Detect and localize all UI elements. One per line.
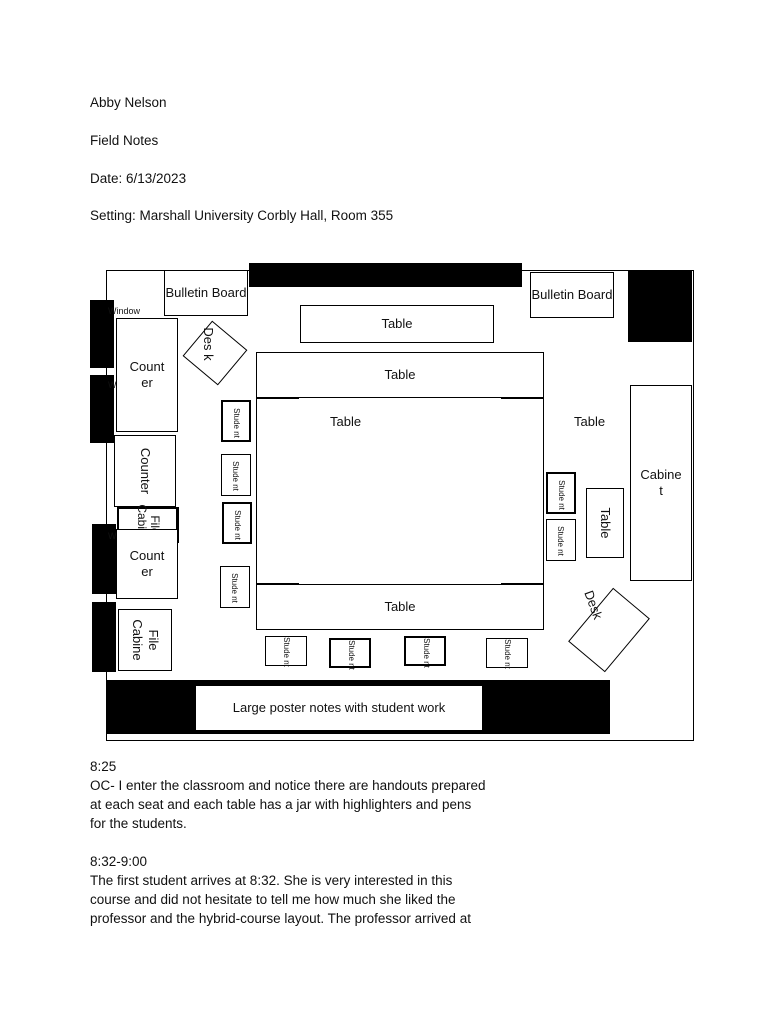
note-line: for the students. [90,816,187,831]
note-line: OC- I enter the classroom and notice the… [90,778,486,793]
cabinet-right-label: Cabine t [640,467,682,498]
desk-small-label: Des k [201,327,216,361]
student-seat-label: Stude nt [231,461,241,491]
window-label-1: Window [108,306,141,316]
counter-1-label: Count er [129,359,165,390]
corner-block [628,270,692,342]
student-seat-label: Stude nt [282,637,292,667]
student-seat: Stude nt [486,638,528,669]
counter-1: Count er [116,318,178,432]
window-bar-2 [90,375,114,443]
note-time: 8:32-9:00 [90,854,148,869]
counter-3-label: Count er [129,548,165,579]
student-seat-label: Stude nt [233,510,243,540]
table-top: Table [300,305,494,343]
window-bar-1 [90,300,114,368]
note-line: course and did not hesitate to tell me h… [90,892,456,907]
table-inner-area [299,398,501,584]
table-right-small-label: Table [598,507,613,539]
file-cabinet-bottom-label: File Cabine [130,619,161,661]
table-left-leg [256,398,300,584]
window-bar-4 [92,602,116,672]
table-right-small: Table [586,488,624,558]
table-inner-label: Table [330,414,362,429]
table-right-leg [500,398,544,584]
counter-2-label: Counter [138,447,153,495]
top-wall-bar [249,263,522,287]
table-right-label: Table [574,414,606,429]
counter-2: Counter [114,435,176,507]
student-seat-label: Stude nt [230,573,240,603]
note-time: 8:25 [90,759,117,774]
student-seat: Stude nt [546,519,576,561]
table-second: Table [256,352,544,398]
student-seat-label: Stude nt [557,480,567,510]
note-line: at each seat and each table has a jar wi… [90,797,472,812]
poster-notes: Large poster notes with student work [196,686,482,730]
student-seat: Stude nt [221,400,251,442]
note-entry-2: 8:32-9:00 The first student arrives at 8… [90,852,510,928]
student-seat-label: Stude nt [232,408,242,438]
author-name: Abby Nelson [90,95,167,110]
student-seat: Stude nt [220,566,250,608]
bulletin-board-left: Bulletin Board [164,270,248,316]
student-seat: Stude nt [265,636,307,667]
student-seat: Stude nt [221,454,251,496]
note-line: professor and the hybrid-course layout. … [90,911,471,926]
file-cabinet-bottom: File Cabine [118,609,172,671]
counter-3: Count er [116,529,178,599]
setting-line: Setting: Marshall University Corbly Hall… [90,208,394,223]
window-bar-3 [92,524,116,594]
table-bottom: Table [256,584,544,630]
student-seat-label: Stude nt [503,639,513,669]
student-seat: Stude nt [404,636,446,668]
note-line: The first student arrives at 8:32. She i… [90,873,453,888]
bulletin-board-right: Bulletin Board [530,272,614,318]
date-line: Date: 6/13/2023 [90,171,187,186]
note-entry-1: 8:25 OC- I enter the classroom and notic… [90,757,510,833]
cabinet-right: Cabine t [630,385,692,581]
student-seat: Stude nt [222,502,252,544]
student-seat-label: Stude nt [347,640,357,670]
student-seat: Stude nt [546,472,576,514]
student-seat: Stude nt [329,638,371,670]
student-seat-label: Stude nt [422,638,432,668]
student-seat-label: Stude nt [556,526,566,556]
document-type: Field Notes [90,133,159,148]
